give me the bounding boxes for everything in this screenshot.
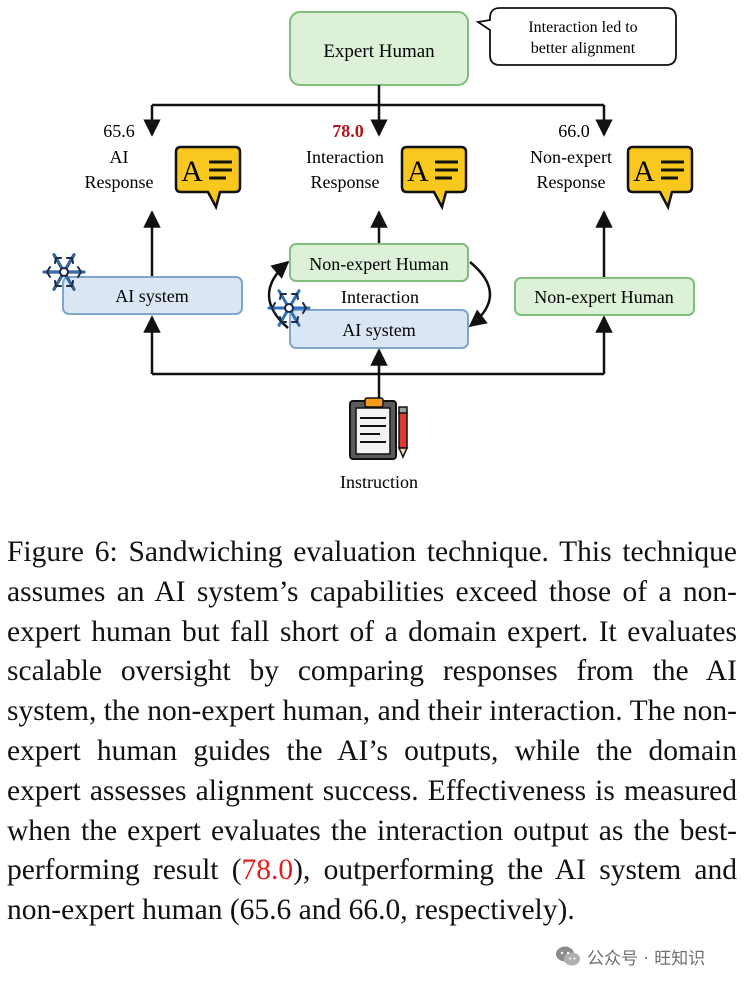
interaction-label: Interaction [341,287,419,307]
non-expert-human-middle-box: Non-expert Human [289,243,469,282]
clipboard-icon [349,397,397,460]
interaction-response-icon-glyph: A [407,155,429,188]
expert-evaluation-arrows [143,85,613,137]
wechat-icon [556,946,580,966]
ai-system-left-label: AI system [115,286,189,306]
sandwiching-diagram: Expert Human Interaction led to better a… [42,7,695,492]
ai-response-chat-icon: A [174,145,242,211]
expert-human-box: Expert Human [289,11,469,86]
non-expert-response-chat-icon: A [626,145,694,211]
snowflake-icon [42,253,86,291]
ai-response-icon-glyph: A [181,155,203,188]
figure-caption: Figure 6: Sandwiching evaluation techniq… [7,533,737,931]
watermark-text: 公众号 · 旺知识 [587,948,706,969]
instruction-label: Instruction [340,472,418,492]
interaction-response-chat-icon: A [400,145,468,211]
snowflake-icon [267,289,311,327]
instruction-arrows [143,315,613,398]
speech-bubble-line-2: better alignment [531,40,636,57]
ai-system-left-box: AI system [62,276,243,315]
alignment-speech-bubble: Interaction led to better alignment [475,7,677,66]
ai-response-score: 65.6 [103,121,135,141]
non-expert-response-label-2: Response [537,172,606,192]
watermark: 公众号 · 旺知识 [553,941,706,971]
caption-text-end: ), outperforming the AI system and non-e… [7,854,737,927]
interaction-response-score: 78.0 [332,121,364,141]
pencil-icon [397,406,409,459]
non-expert-human-right-box: Non-expert Human [514,277,695,316]
ai-response-label-2: Response [85,172,154,192]
ai-system-middle-box: AI system [289,309,469,349]
expert-human-label: Expert Human [323,41,435,62]
caption-text: Figure 6: Sandwiching evaluation techniq… [7,536,737,887]
ai-response-label-1: AI [110,147,129,167]
interaction-response-label-2: Response [311,172,380,192]
non-expert-human-middle-label: Non-expert Human [309,254,448,274]
non-expert-response-label-1: Non-expert [530,147,612,167]
interaction-response-label-1: Interaction [306,147,384,167]
non-expert-response-score: 66.0 [558,121,590,141]
non-expert-response-icon-glyph: A [633,155,655,188]
response-arrows [143,210,613,277]
ai-system-middle-label: AI system [342,320,416,340]
caption-highlight-score[interactable]: 78.0 [241,854,294,887]
speech-bubble-line-1: Interaction led to [528,19,637,36]
non-expert-human-right-label: Non-expert Human [534,287,673,307]
